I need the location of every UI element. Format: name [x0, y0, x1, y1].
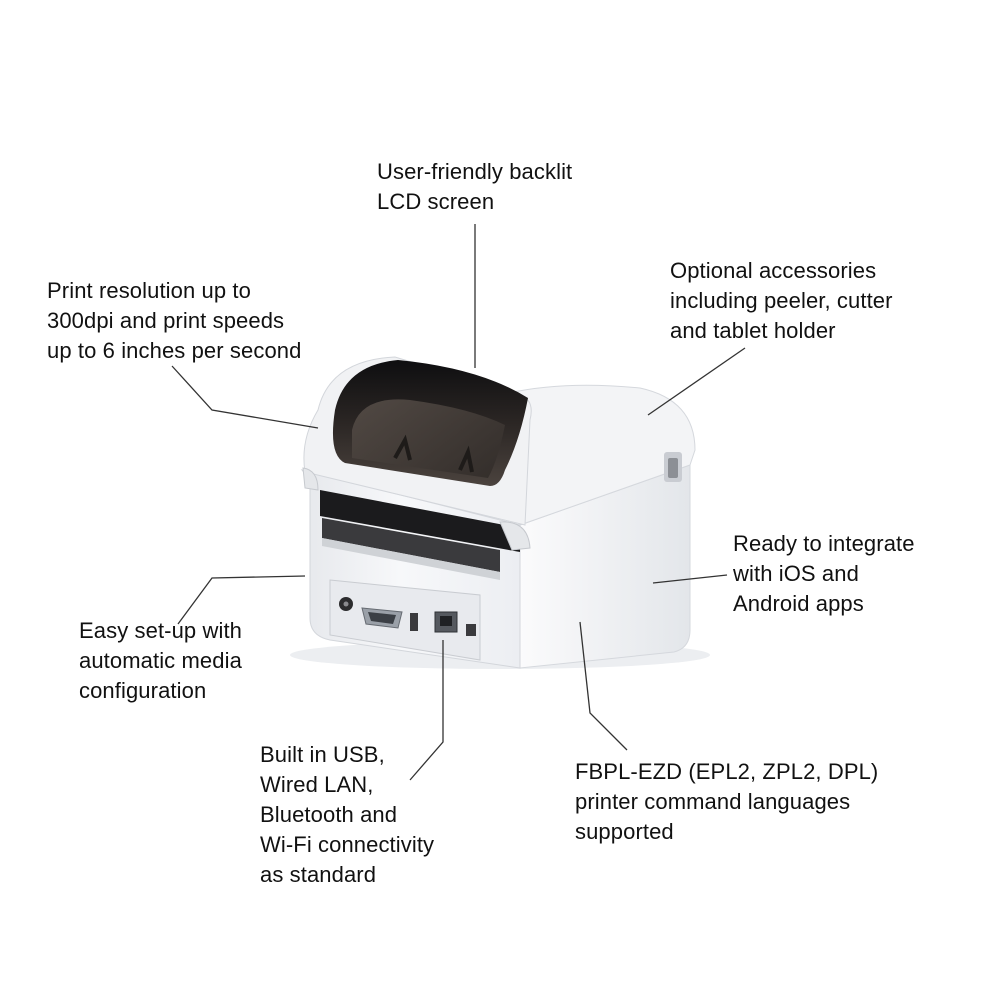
- callout-line: Wired LAN,: [260, 772, 374, 797]
- callout-line: up to 6 inches per second: [47, 338, 302, 363]
- callout-line: printer command languages: [575, 789, 851, 814]
- leader-line-languages: [579, 621, 628, 751]
- callout-line: LCD screen: [377, 189, 495, 214]
- usb-host-port-icon: [410, 613, 418, 631]
- callout-line: Easy set-up with: [79, 618, 243, 643]
- callout-line: configuration: [79, 678, 207, 703]
- leader-line-resolution: [171, 365, 319, 429]
- callout-line: as standard: [260, 862, 377, 887]
- callout-line: automatic media: [79, 648, 242, 673]
- callout-line: Optional accessories: [670, 258, 877, 283]
- leader-line-connectivity: [409, 640, 444, 781]
- callout-line: Bluetooth and: [260, 802, 398, 827]
- callout-line: Android apps: [733, 591, 864, 616]
- callout-optional-accessories: Optional accessories including peeler, c…: [670, 256, 893, 346]
- callout-line: FBPL-EZD (EPL2, ZPL2, DPL): [575, 759, 879, 784]
- callout-line: and tablet holder: [670, 318, 836, 343]
- callout-line: with iOS and: [733, 561, 859, 586]
- callout-command-languages: FBPL-EZD (EPL2, ZPL2, DPL) printer comma…: [575, 757, 878, 847]
- paper-exit: [320, 490, 520, 552]
- callout-line: Print resolution up to: [47, 278, 251, 303]
- callout-line: 300dpi and print speeds: [47, 308, 285, 333]
- callout-easy-setup: Easy set-up with automatic media configu…: [79, 616, 242, 706]
- callout-line: Ready to integrate: [733, 531, 915, 556]
- leader-line-setup: [177, 575, 306, 625]
- callout-line: including peeler, cutter: [670, 288, 893, 313]
- printer-body: [300, 356, 696, 669]
- callout-line: supported: [575, 819, 674, 844]
- callout-line: Built in USB,: [260, 742, 385, 767]
- leader-lines: [171, 224, 746, 781]
- leader-line-accessories: [647, 347, 746, 416]
- callout-lcd-screen: User-friendly backlit LCD screen: [377, 157, 572, 217]
- callout-connectivity: Built in USB, Wired LAN, Bluetooth and W…: [260, 740, 434, 890]
- callout-line: User-friendly backlit: [377, 159, 573, 184]
- callout-print-resolution: Print resolution up to 300dpi and print …: [47, 276, 301, 366]
- callout-ios-android: Ready to integrate with iOS and Android …: [733, 529, 915, 619]
- usb-device-port-icon: [466, 624, 476, 636]
- leader-line-integrate: [652, 574, 728, 584]
- callout-line: Wi-Fi connectivity: [260, 832, 435, 857]
